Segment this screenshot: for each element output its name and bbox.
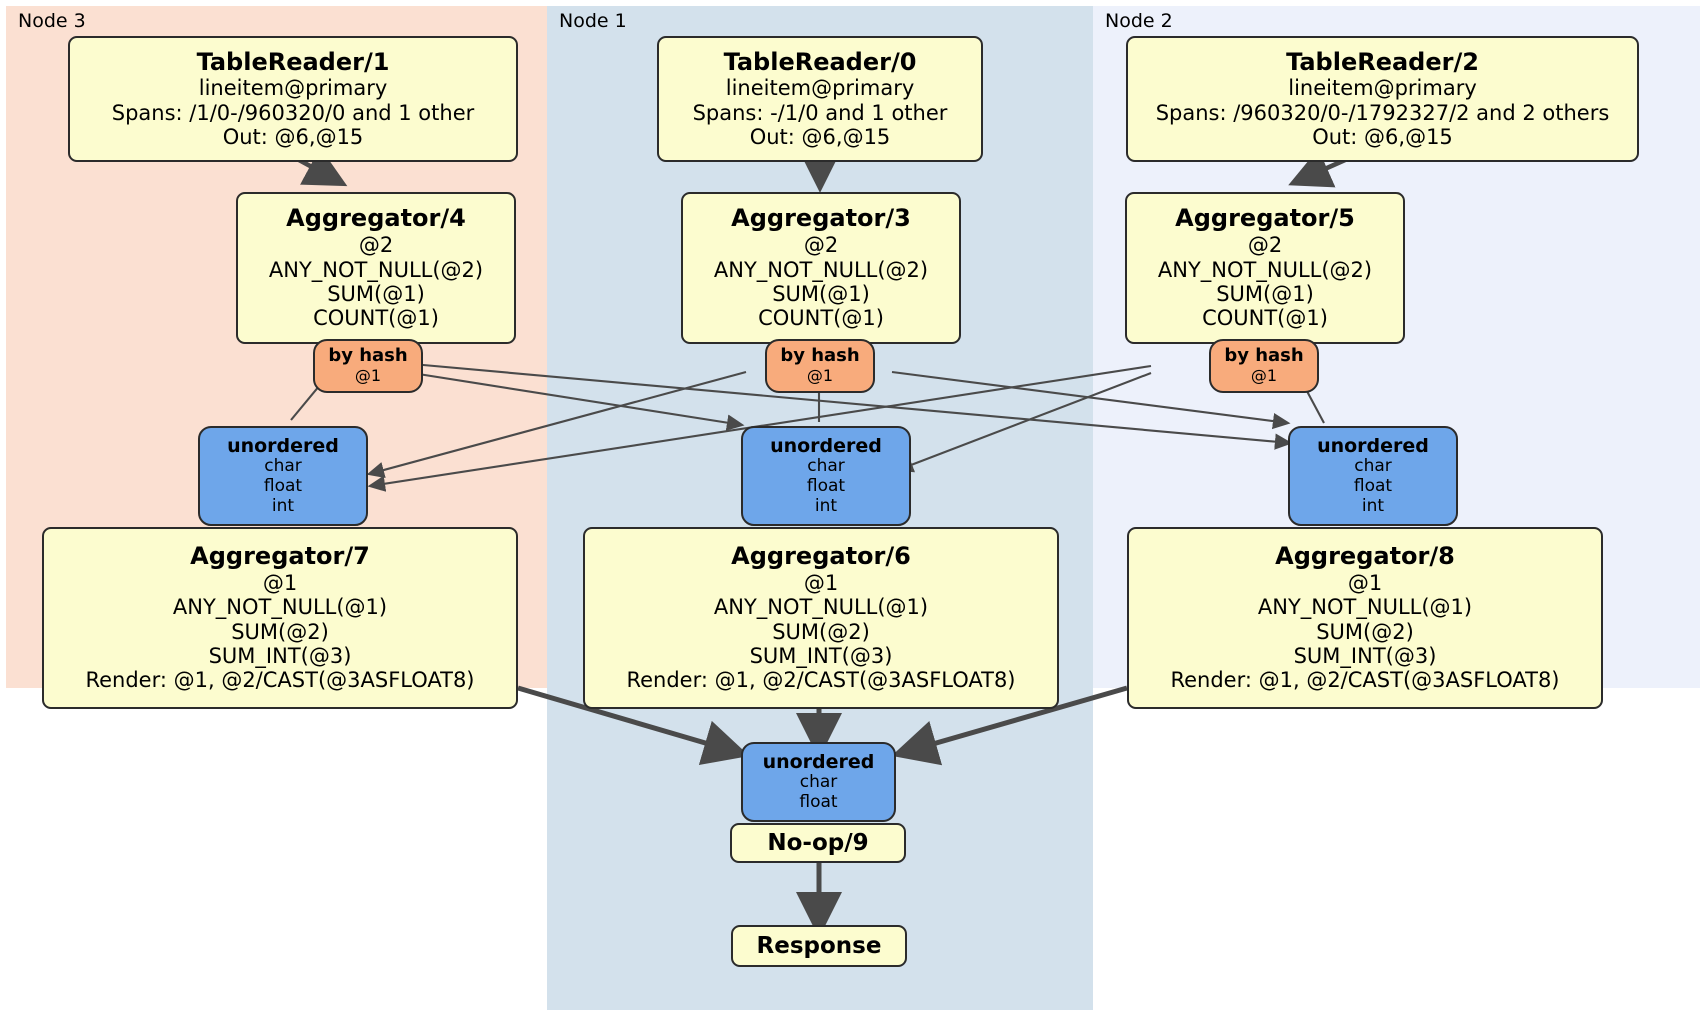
stream-title: unordered [770, 435, 882, 458]
node-no-op-9[interactable]: No-op/9 [730, 823, 906, 863]
stream-type-1: char [264, 456, 302, 477]
node-line-groupcols: @1 [1347, 571, 1383, 596]
router-title: by hash [780, 345, 860, 367]
node-aggregator-3[interactable]: Aggregator/3 @2 ANY_NOT_NULL(@2) SUM(@1)… [681, 192, 961, 344]
node-tablereader-2[interactable]: TableReader/2 lineitem@primary Spans: /9… [1126, 36, 1639, 162]
cluster-label-node-3: Node 3 [18, 10, 86, 32]
stream-unordered-final[interactable]: unordered char float [741, 742, 896, 822]
node-line-agg-2: SUM(@2) [772, 619, 870, 644]
router-hash-col: @1 [1250, 366, 1278, 386]
node-line-agg-3: SUM_INT(@3) [208, 644, 352, 669]
node-line-agg-2: SUM(@2) [231, 619, 329, 644]
node-line-agg-1: ANY_NOT_NULL(@2) [713, 257, 929, 282]
node-line-render: Render: @1, @2/CAST(@3ASFLOAT8) [626, 668, 1016, 693]
node-line-agg-2: SUM(@2) [1316, 619, 1414, 644]
stream-title: unordered [227, 435, 339, 458]
node-line-spans: Spans: /1/0-/960320/0 and 1 other [111, 100, 475, 125]
node-aggregator-5[interactable]: Aggregator/5 @2 ANY_NOT_NULL(@2) SUM(@1)… [1125, 192, 1405, 344]
node-line-out: Out: @6,@15 [222, 125, 364, 150]
stream-unordered-node-1[interactable]: unordered char float int [741, 426, 911, 526]
node-line-spans: Spans: -/1/0 and 1 other [692, 100, 948, 125]
node-title: Aggregator/8 [1275, 542, 1455, 571]
cluster-label-node-2: Node 2 [1105, 10, 1173, 32]
node-title: Response [756, 932, 882, 959]
node-title: Aggregator/6 [731, 542, 911, 571]
stream-title: unordered [762, 751, 875, 774]
node-line-agg-1: ANY_NOT_NULL(@1) [172, 595, 388, 620]
router-title: by hash [1224, 345, 1304, 367]
node-aggregator-7[interactable]: Aggregator/7 @1 ANY_NOT_NULL(@1) SUM(@2)… [42, 527, 518, 709]
router-by-hash-node-1[interactable]: by hash @1 [765, 339, 875, 393]
node-line-out: Out: @6,@15 [1312, 125, 1453, 150]
stream-type-3: int [1361, 495, 1385, 516]
node-title: TableReader/0 [723, 47, 917, 76]
router-by-hash-node-2[interactable]: by hash @1 [1209, 339, 1319, 393]
node-line-groupcols: @2 [1247, 233, 1283, 258]
node-line-groupcols: @2 [803, 233, 839, 258]
node-line-agg-2: SUM(@1) [772, 281, 870, 306]
node-line-render: Render: @1, @2/CAST(@3ASFLOAT8) [1170, 668, 1560, 693]
stream-title: unordered [1317, 435, 1429, 458]
node-line-agg-1: ANY_NOT_NULL(@1) [1257, 595, 1473, 620]
node-line-groupcols: @1 [803, 571, 839, 596]
node-aggregator-8[interactable]: Aggregator/8 @1 ANY_NOT_NULL(@1) SUM(@2)… [1127, 527, 1603, 709]
node-line-agg-2: SUM(@1) [327, 281, 425, 306]
node-line-table: lineitem@primary [725, 76, 915, 101]
node-line-agg-3: COUNT(@1) [758, 306, 884, 331]
node-line-render: Render: @1, @2/CAST(@3ASFLOAT8) [85, 668, 475, 693]
node-line-table: lineitem@primary [1288, 76, 1477, 101]
router-by-hash-node-3[interactable]: by hash @1 [313, 339, 423, 393]
stream-type-1: char [807, 456, 845, 477]
node-line-out: Out: @6,@15 [749, 125, 891, 150]
stream-type-3: int [814, 495, 838, 516]
cluster-label-node-1: Node 1 [559, 10, 627, 32]
router-hash-col: @1 [806, 366, 834, 386]
node-line-agg-2: SUM(@1) [1216, 281, 1314, 306]
stream-type-3: int [271, 495, 295, 516]
node-title: Aggregator/3 [731, 204, 911, 233]
stream-type-2: float [799, 792, 838, 813]
node-aggregator-6[interactable]: Aggregator/6 @1 ANY_NOT_NULL(@1) SUM(@2)… [583, 527, 1059, 709]
node-title: TableReader/2 [1286, 47, 1479, 76]
node-line-agg-3: SUM_INT(@3) [749, 644, 893, 669]
router-hash-col: @1 [354, 366, 382, 386]
node-line-table: lineitem@primary [198, 76, 388, 101]
stream-unordered-node-3[interactable]: unordered char float int [198, 426, 368, 526]
node-title: Aggregator/5 [1175, 204, 1355, 233]
node-title: TableReader/1 [196, 47, 390, 76]
node-line-agg-1: ANY_NOT_NULL(@2) [268, 257, 484, 282]
node-response[interactable]: Response [731, 925, 907, 967]
node-title: No-op/9 [767, 829, 869, 856]
stream-type-1: char [1354, 456, 1392, 477]
node-tablereader-1[interactable]: TableReader/1 lineitem@primary Spans: /1… [68, 36, 518, 162]
node-line-spans: Spans: /960320/0-/1792327/2 and 2 others [1155, 100, 1610, 125]
node-tablereader-0[interactable]: TableReader/0 lineitem@primary Spans: -/… [657, 36, 983, 162]
node-line-groupcols: @1 [262, 571, 298, 596]
stream-type-2: float [263, 476, 303, 497]
node-line-agg-1: ANY_NOT_NULL(@2) [1157, 257, 1373, 282]
stream-type-2: float [806, 476, 846, 497]
node-line-groupcols: @2 [358, 233, 394, 258]
node-line-agg-3: COUNT(@1) [1202, 306, 1328, 331]
node-aggregator-4[interactable]: Aggregator/4 @2 ANY_NOT_NULL(@2) SUM(@1)… [236, 192, 516, 344]
node-title: Aggregator/4 [286, 204, 466, 233]
stream-unordered-node-2[interactable]: unordered char float int [1288, 426, 1458, 526]
node-title: Aggregator/7 [190, 542, 370, 571]
node-line-agg-3: COUNT(@1) [313, 306, 439, 331]
stream-type-2: float [1353, 476, 1393, 497]
stream-type-1: char [799, 772, 838, 793]
node-line-agg-1: ANY_NOT_NULL(@1) [713, 595, 929, 620]
node-line-agg-3: SUM_INT(@3) [1293, 644, 1437, 669]
router-title: by hash [328, 345, 408, 367]
